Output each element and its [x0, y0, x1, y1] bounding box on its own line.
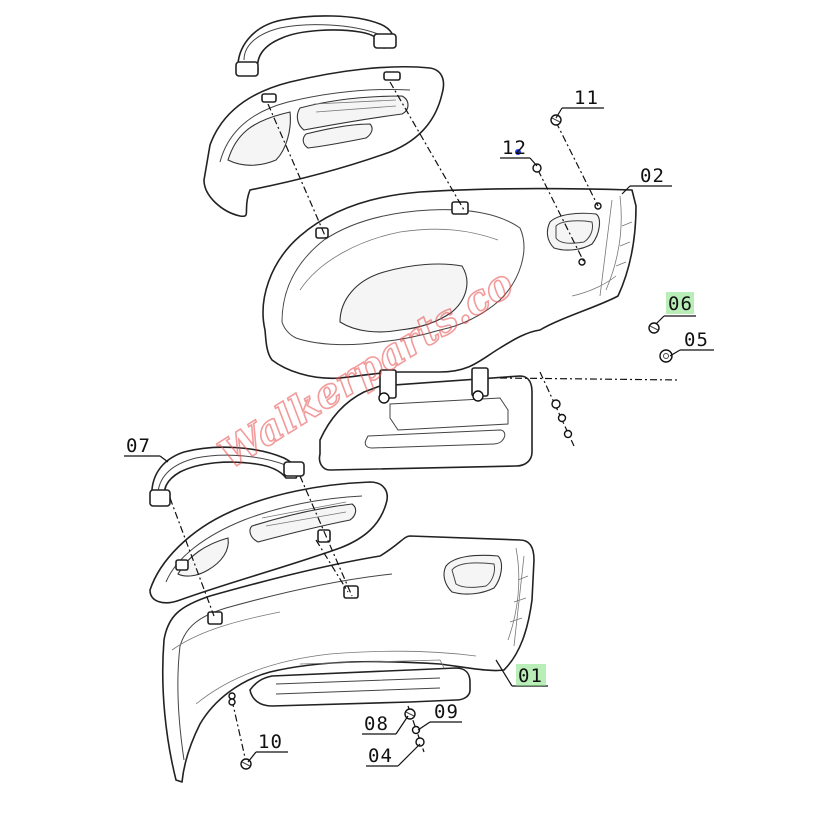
callout-05: 05 [684, 329, 709, 351]
upper-grille-panel [203, 66, 445, 218]
callout-01: 01 [518, 665, 543, 687]
nut-05 [659, 349, 673, 363]
callout-09: 09 [434, 701, 459, 723]
nut-upper-c [563, 429, 573, 439]
screw-11 [550, 114, 562, 126]
callout-12: 12 [502, 137, 527, 159]
callout-12-dot [515, 149, 521, 155]
callout-leaders [124, 107, 714, 767]
callout-08: 08 [364, 713, 389, 735]
callout-10: 04 [368, 745, 393, 767]
callout-02: 02 [640, 165, 665, 187]
upper-body-shell [262, 187, 637, 380]
callout-01-highlight [516, 664, 546, 686]
lower-grille-panel [149, 481, 388, 604]
callout-04: 10 [258, 731, 283, 753]
callout-06: 06 [668, 293, 693, 315]
nut-upper-a [551, 399, 561, 409]
screw-lower-a [228, 698, 236, 706]
callout-06-highlight [666, 292, 694, 314]
upper-mounting-plate [318, 367, 533, 471]
lower-mounting-plate [249, 659, 471, 707]
washer-12 [532, 163, 542, 173]
callout-07: 07 [126, 435, 151, 457]
nut-10 [415, 737, 425, 747]
callout-11: 11 [574, 87, 599, 109]
callout-labels: 11 12 02 06 05 07 01 08 09 04 10 [126, 87, 709, 767]
bolt-06 [648, 322, 660, 334]
lower-grab-handle [149, 446, 305, 507]
upper-grab-handle [235, 15, 397, 77]
nut-upper-b [557, 413, 567, 423]
lower-body-shell [161, 535, 535, 783]
washer-09 [411, 725, 421, 735]
